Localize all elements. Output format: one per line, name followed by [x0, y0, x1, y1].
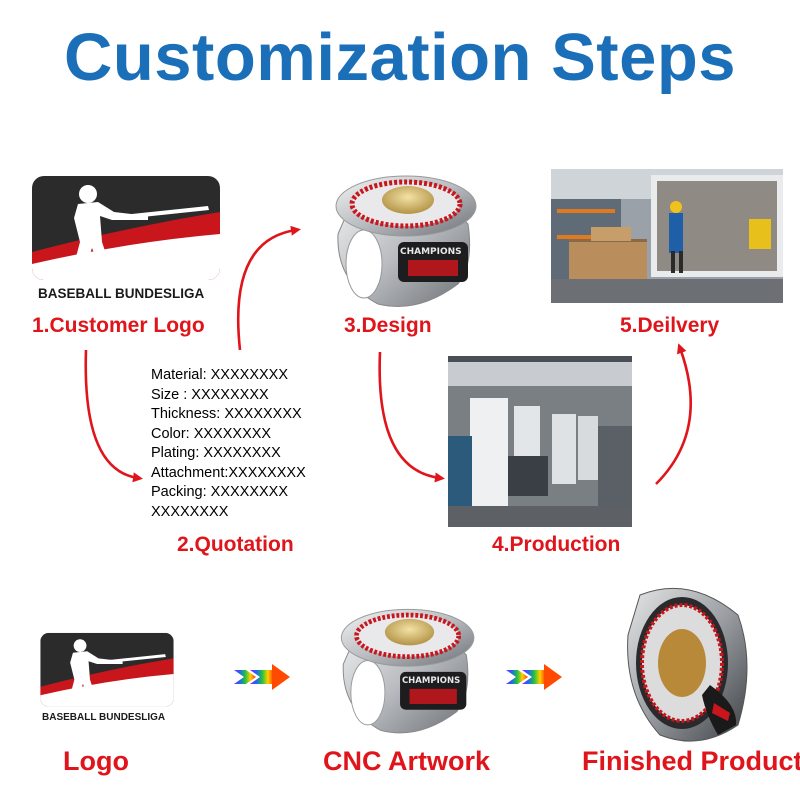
- quotation-line: Material: XXXXXXXX: [151, 367, 288, 383]
- quotation-line: Packing: XXXXXXXX: [151, 484, 289, 500]
- logo-brand-text: BASEBALL BUNDESLIGA: [42, 712, 166, 723]
- quotation-line: XXXXXXXX: [151, 503, 229, 520]
- arrow-production-to-delivery: [655, 343, 692, 485]
- quotation-list: Material: XXXXXXXX Size : XXXXXXXX Thick…: [151, 366, 306, 522]
- step-1-label: 1.Customer Logo: [32, 314, 205, 337]
- ring-engraving: CHAMPIONS: [402, 676, 460, 686]
- step-5-label: 5.Deilvery: [620, 314, 720, 337]
- step-2-label: 2.Quotation: [177, 533, 294, 556]
- bottom-logo-label: Logo: [63, 746, 129, 776]
- step-3-label: 3.Design: [344, 314, 432, 337]
- delivery-photo: [551, 169, 783, 303]
- production-photo: [448, 356, 632, 527]
- bottom-product-label: Finished Product: [582, 746, 800, 776]
- finished-ring-image: [610, 575, 756, 751]
- ring-engraving: CHAMPIONS: [400, 247, 462, 257]
- page-title: Customization Steps: [63, 20, 737, 95]
- baseball-logo-graphic: [32, 176, 220, 280]
- customer-logo: BASEBALL BUNDESLIGA: [28, 172, 224, 307]
- arrow-quotation-to-design: [236, 225, 301, 351]
- cnc-artwork-ring-image: CHAMPIONS: [320, 598, 482, 740]
- quotation-line: Plating: XXXXXXXX: [151, 445, 281, 461]
- rainbow-arrow-icon: [234, 664, 290, 690]
- quotation-line: Size : XXXXXXXX: [151, 386, 269, 403]
- quotation-line: Thickness: XXXXXXXX: [151, 406, 302, 422]
- quotation-line: Color: XXXXXXXX: [151, 425, 272, 442]
- arrow-design-to-production: [378, 351, 445, 483]
- design-ring-image: CHAMPIONS: [318, 164, 480, 314]
- baseball-logo-graphic: [40, 632, 174, 707]
- bottom-artwork-label: CNC Artwork: [323, 746, 491, 776]
- quotation-line: Attachment:XXXXXXXX: [151, 464, 306, 481]
- step-4-label: 4.Production: [492, 533, 621, 556]
- arrow-logo-to-quotation: [84, 349, 143, 483]
- logo-brand-text: BASEBALL BUNDESLIGA: [38, 286, 205, 301]
- rainbow-arrow-icon: [506, 664, 562, 690]
- bottom-logo: BASEBALL BUNDESLIGA: [34, 630, 180, 726]
- flow-arrows: [84, 225, 692, 485]
